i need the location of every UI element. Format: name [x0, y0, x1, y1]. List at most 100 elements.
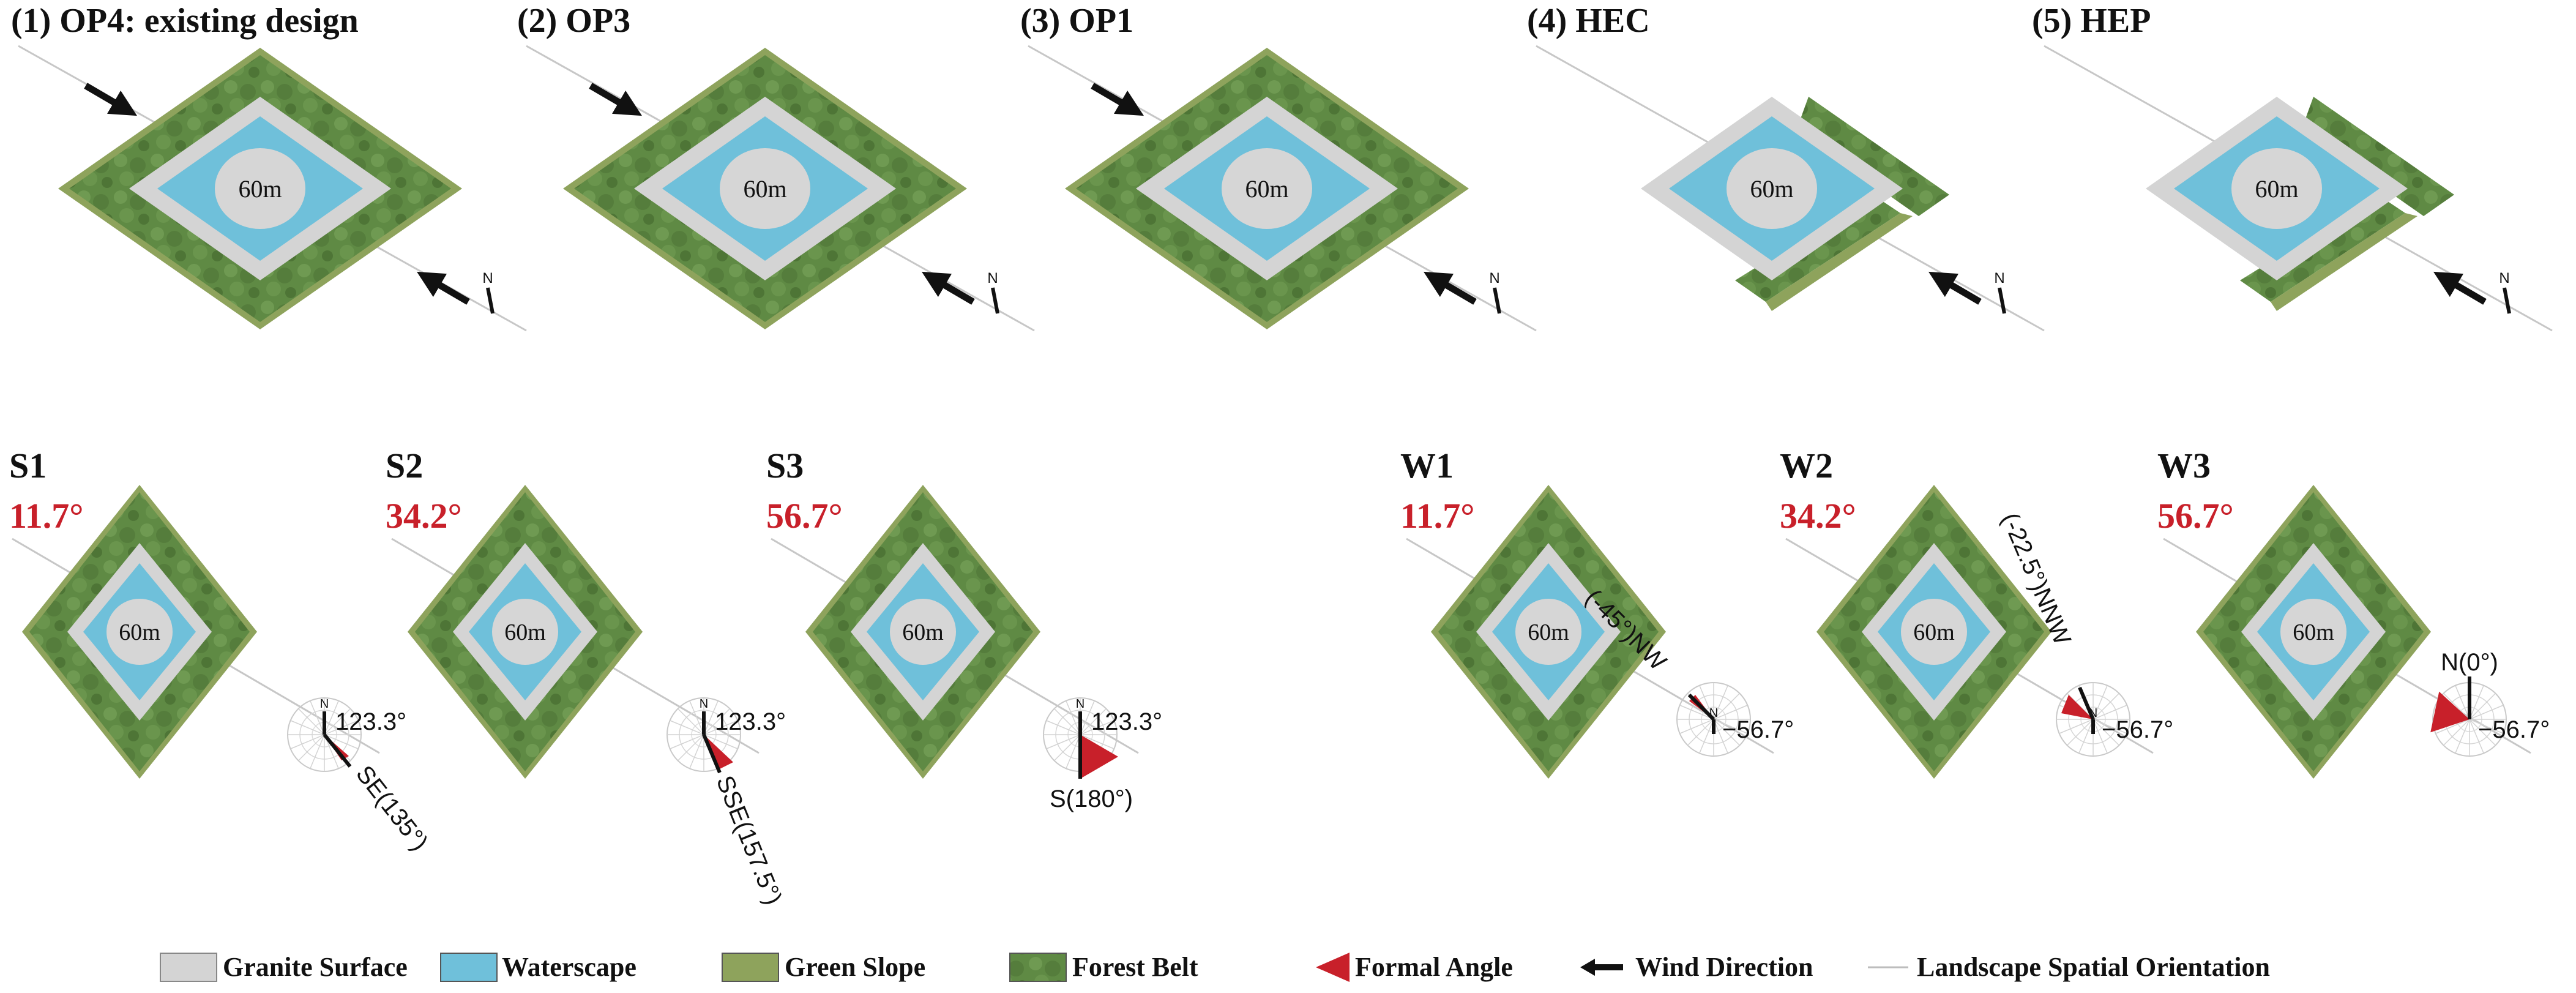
water-swatch [440, 953, 498, 982]
orientation-value: −56.7° [2478, 716, 2550, 743]
formal-angle-wedge [2430, 691, 2470, 733]
size-label: 60m [1750, 175, 1793, 203]
north-label: N [700, 697, 708, 711]
orientation-value: 123.3° [1091, 708, 1162, 735]
wind-direction-label: SE(135°) [351, 760, 433, 855]
north-arrow-icon [486, 287, 495, 314]
scenario-id: W3 [2157, 446, 2211, 485]
formal-angle-value: 11.7° [1400, 496, 1475, 536]
formal-angle-value: 56.7° [766, 496, 843, 536]
wind-arrow-icon [589, 83, 642, 116]
forest-belt [1796, 97, 1949, 216]
north-arrow-icon [1998, 287, 2006, 314]
wind-arrow-icon [2433, 271, 2487, 305]
wind-direction-line [702, 733, 722, 774]
size-label: 60m [1528, 620, 1569, 645]
wind-direction-line [2078, 686, 2095, 721]
center-plaza [492, 599, 558, 665]
north-label: N [1489, 270, 1499, 287]
center-plaza [720, 148, 810, 229]
north-arrow-icon [1493, 287, 1501, 314]
wind-direction-line [1687, 693, 1715, 721]
granite-swatch [160, 953, 217, 982]
legend-label: Landscape Spatial Orientation [1917, 952, 2270, 982]
wind-direction-line [323, 733, 352, 768]
panel-hec: (4) HEC 60m N [1527, 2, 2045, 332]
panel-s1: S1 11.7° 60m N 123.3° SE(135°) [9, 446, 433, 856]
scenario-id: W1 [1400, 446, 1454, 485]
panel-title: (1) OP4: existing design [11, 2, 359, 40]
legend-label: Granite Surface [223, 952, 408, 982]
center-plaza [1222, 148, 1312, 229]
center-plaza [2280, 599, 2346, 665]
center-plaza [890, 599, 956, 665]
scenario-id: S1 [9, 446, 47, 485]
scenario-id: W2 [1780, 446, 1833, 485]
panel-op3: (2) OP3 60m N [517, 2, 1035, 332]
panel-w3: W3 56.7° 60m N(0°) −56.7° [2157, 446, 2550, 779]
wind-rose: N 123.3° SE(135°) [287, 697, 433, 856]
size-label: 60m [119, 620, 160, 645]
orientation-value: −56.7° [1722, 716, 1794, 743]
orientation-value: 123.3° [715, 708, 786, 735]
legend: Granite Surface Waterscape Green Slope F… [160, 952, 2270, 982]
north-label: N [1994, 270, 2004, 287]
panel-title: (4) HEC [1527, 2, 1650, 40]
scenario-id: S3 [766, 446, 804, 485]
slope-swatch [722, 953, 779, 982]
center-plaza [1515, 599, 1581, 665]
panel-title: (2) OP3 [517, 2, 630, 40]
center-plaza [2231, 148, 2322, 229]
green-slope [1766, 213, 1913, 311]
wind-arrow-icon [1928, 271, 1982, 305]
formal-angle-value: 56.7° [2157, 496, 2234, 536]
wind-arrow-icon [1580, 959, 1623, 976]
size-label: 60m [1913, 620, 1955, 645]
size-label: 60m [238, 175, 282, 203]
legend-label: Waterscape [502, 952, 637, 982]
wind-direction-label: SSE(157.5°) [711, 772, 787, 909]
wind-arrow-icon [1424, 271, 1477, 305]
size-label: 60m [2293, 620, 2334, 645]
center-plaza [215, 148, 305, 229]
north-label: N [2499, 270, 2509, 287]
north-label: N [320, 697, 329, 711]
panel-op4: (1) OP4: existing design 60m N [11, 2, 527, 332]
wind-arrow-icon [417, 271, 470, 305]
legend-label: Formal Angle [1355, 952, 1513, 982]
panel-w2: W2 34.2° 60m N −56.7° (-22.5°)NNW [1780, 446, 2173, 779]
panel-op1: (3) OP1 60m N [1020, 2, 1537, 332]
wind-arrow-icon [1091, 83, 1144, 116]
red-wedge-icon [1316, 953, 1350, 982]
center-plaza [1901, 599, 1967, 665]
forest-swatch [1009, 953, 1067, 982]
green-slope [2271, 213, 2417, 311]
wind-rose: N(0°) −56.7° [2430, 649, 2550, 757]
size-label: 60m [743, 175, 786, 203]
legend-label: Forest Belt [1072, 952, 1198, 982]
orientation-value: −56.7° [2102, 716, 2173, 743]
formal-angle-wedge [1080, 735, 1118, 779]
wind-arrow-icon [922, 271, 975, 305]
north-label: N [482, 270, 493, 287]
center-plaza [106, 599, 173, 665]
wind-arrow-icon [84, 83, 137, 116]
panel-w1: W1 11.7° 60m N −56.7° (-45°)NW [1400, 446, 1794, 779]
formal-angle-value: 34.2° [386, 496, 462, 536]
orientation-value: 123.3° [335, 708, 406, 735]
north-arrow-icon [2503, 287, 2511, 314]
formal-angle-value: 11.7° [9, 496, 84, 536]
wind-rose: N 123.3° S(180°) [1043, 697, 1162, 812]
north-label: N [987, 270, 998, 287]
north-arrow-icon [991, 287, 999, 314]
size-label: 60m [1245, 175, 1288, 203]
wind-direction-label: S(180°) [1050, 785, 1133, 812]
size-label: 60m [902, 620, 944, 645]
size-label: 60m [504, 620, 546, 645]
panel-s2: S2 34.2° 60m N 123.3° SSE(157.5°) [386, 446, 787, 909]
panel-title: (3) OP1 [1020, 2, 1133, 40]
forest-belt [2301, 97, 2454, 216]
panel-s3: S3 56.7° 60m N 123.3° S(180°) [766, 446, 1162, 812]
formal-angle-value: 34.2° [1780, 496, 1856, 536]
